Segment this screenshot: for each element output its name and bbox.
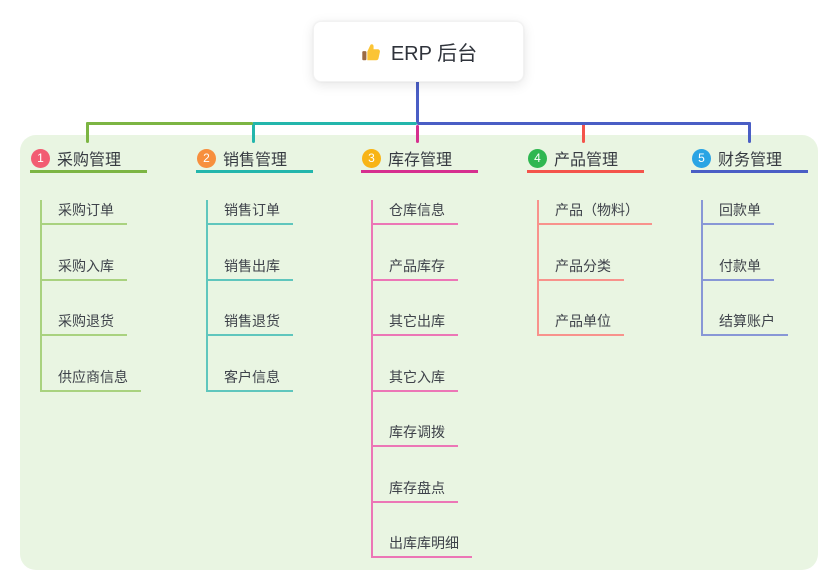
branch-title[interactable]: 2 销售管理 [196,146,313,173]
connector-vertical [537,200,539,336]
connector-horizontal-sales [253,122,417,125]
branch-children: 产品（物料） 产品分类 产品单位 [527,200,652,336]
root-node[interactable]: ERP 后台 [313,21,524,82]
child-node[interactable]: 销售出库 [206,256,293,281]
badge-5: 5 [692,148,711,168]
child-node[interactable]: 销售退货 [206,311,293,336]
child-node[interactable]: 其它入库 [371,367,458,392]
child-node[interactable]: 供应商信息 [40,367,141,392]
child-node[interactable]: 产品单位 [537,311,624,336]
branch-title[interactable]: 3 库存管理 [361,146,478,173]
branch-inventory: 3 库存管理 仓库信息 产品库存 其它出库 其它入库 库存调拨 库存盘点 出库库… [361,146,478,558]
child-node[interactable]: 出库库明细 [371,533,472,558]
branch-finance: 5 财务管理 回款单 付款单 结算账户 [691,146,808,336]
child-node[interactable]: 销售订单 [206,200,293,225]
branch-label: 采购管理 [57,152,122,169]
child-node[interactable]: 产品库存 [371,256,458,281]
child-node[interactable]: 产品分类 [537,256,624,281]
connector-vertical [701,200,703,336]
branch-children: 仓库信息 产品库存 其它出库 其它入库 库存调拨 库存盘点 出库库明细 [361,200,478,558]
branch-title[interactable]: 1 采购管理 [30,146,147,173]
connector-vertical [371,200,373,558]
child-node[interactable]: 仓库信息 [371,200,458,225]
child-node[interactable]: 结算账户 [701,311,788,336]
branch-children: 销售订单 销售出库 销售退货 客户信息 [196,200,313,392]
child-node[interactable]: 采购退货 [40,311,127,336]
connector-vertical [206,200,208,392]
branch-label: 库存管理 [388,152,453,169]
child-node[interactable]: 客户信息 [206,367,293,392]
connector-vertical [40,200,42,392]
child-node[interactable]: 产品（物料） [537,200,652,225]
badge-1: 1 [31,148,50,168]
child-node[interactable]: 库存盘点 [371,478,458,503]
badge-2: 2 [197,148,216,168]
badge-4: 4 [528,148,547,168]
connector-drop-sales [252,122,255,143]
connector-horizontal-purchase [86,122,253,125]
child-node[interactable]: 回款单 [701,200,774,225]
thumbs-up-icon [360,41,382,63]
branch-label: 销售管理 [223,152,288,169]
connector-drop-finance [748,122,751,143]
branch-label: 产品管理 [554,152,619,169]
child-node[interactable]: 采购入库 [40,256,127,281]
connector-drop-purchase [86,122,89,143]
branch-product: 4 产品管理 产品（物料） 产品分类 产品单位 [527,146,652,336]
branch-title[interactable]: 4 产品管理 [527,146,644,173]
branch-children: 采购订单 采购入库 采购退货 供应商信息 [30,200,147,392]
branches-panel [20,135,818,570]
connector-drop-product [582,122,585,143]
branch-sales: 2 销售管理 销售订单 销售出库 销售退货 客户信息 [196,146,313,392]
child-node[interactable]: 其它出库 [371,311,458,336]
branch-title[interactable]: 5 财务管理 [691,146,808,173]
connector-drop-inventory [416,125,419,143]
branch-children: 回款单 付款单 结算账户 [691,200,808,336]
branch-label: 财务管理 [718,152,783,169]
connector-horizontal-right [417,122,751,125]
child-node[interactable]: 付款单 [701,256,774,281]
branch-purchase: 1 采购管理 采购订单 采购入库 采购退货 供应商信息 [30,146,147,392]
root-label: ERP 后台 [390,43,478,65]
badge-3: 3 [362,148,381,168]
child-node[interactable]: 采购订单 [40,200,127,225]
connector-root-vertical [416,81,419,123]
child-node[interactable]: 库存调拨 [371,422,458,447]
